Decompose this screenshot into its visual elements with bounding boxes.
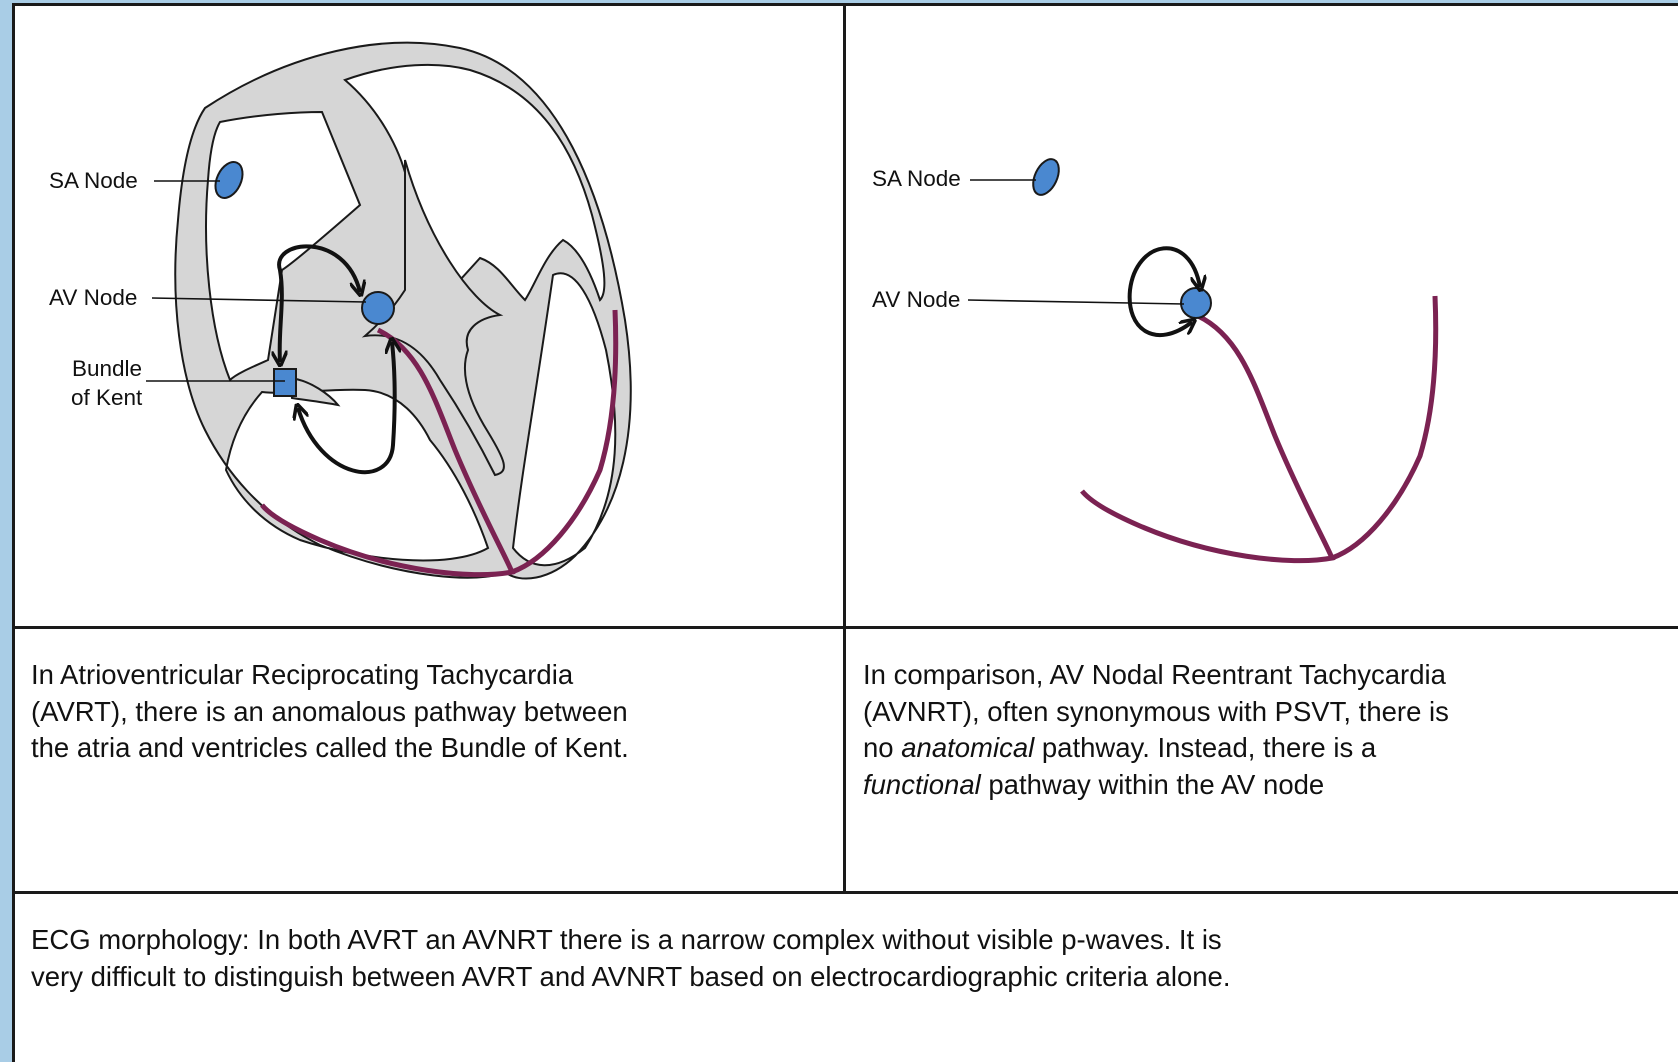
av-node <box>362 292 394 324</box>
conduction-right-branch-right <box>1332 296 1436 558</box>
avnrt-caption-part3: pathway within the AV node <box>981 769 1324 800</box>
avnrt-heart-diagram: SA Node AV Node <box>846 0 1678 626</box>
conduction-left-branch-right <box>1082 316 1332 561</box>
sa-node <box>210 158 248 203</box>
heart-wall <box>175 43 630 579</box>
av-node-label-right: AV Node <box>872 287 960 312</box>
ecg-morphology-note: ECG morphology: In both AVRT an AVNRT th… <box>31 922 1231 995</box>
bundle-of-kent <box>274 369 296 396</box>
av-node-right <box>1181 288 1211 318</box>
sa-node-right <box>1028 155 1064 199</box>
sa-node-label: SA Node <box>49 168 138 193</box>
av-node-leader-right <box>968 300 1184 304</box>
avrt-caption: In Atrioventricular Reciprocating Tachyc… <box>31 657 661 767</box>
avnrt-caption: In comparison, AV Nodal Reentrant Tachyc… <box>863 657 1473 803</box>
avnrt-caption-part2: pathway. Instead, there is a <box>1034 732 1376 763</box>
bundle-label-line1: Bundle <box>72 356 142 381</box>
av-node-label: AV Node <box>49 285 137 310</box>
bundle-label-line2: of Kent <box>71 385 143 410</box>
avrt-heart-diagram: SA Node AV Node Bundle of Kent <box>0 0 843 626</box>
avnrt-caption-emphasis-anatomical: anatomical <box>901 732 1034 763</box>
sa-node-label-right: SA Node <box>872 166 961 191</box>
avnrt-caption-emphasis-functional: functional <box>863 769 981 800</box>
